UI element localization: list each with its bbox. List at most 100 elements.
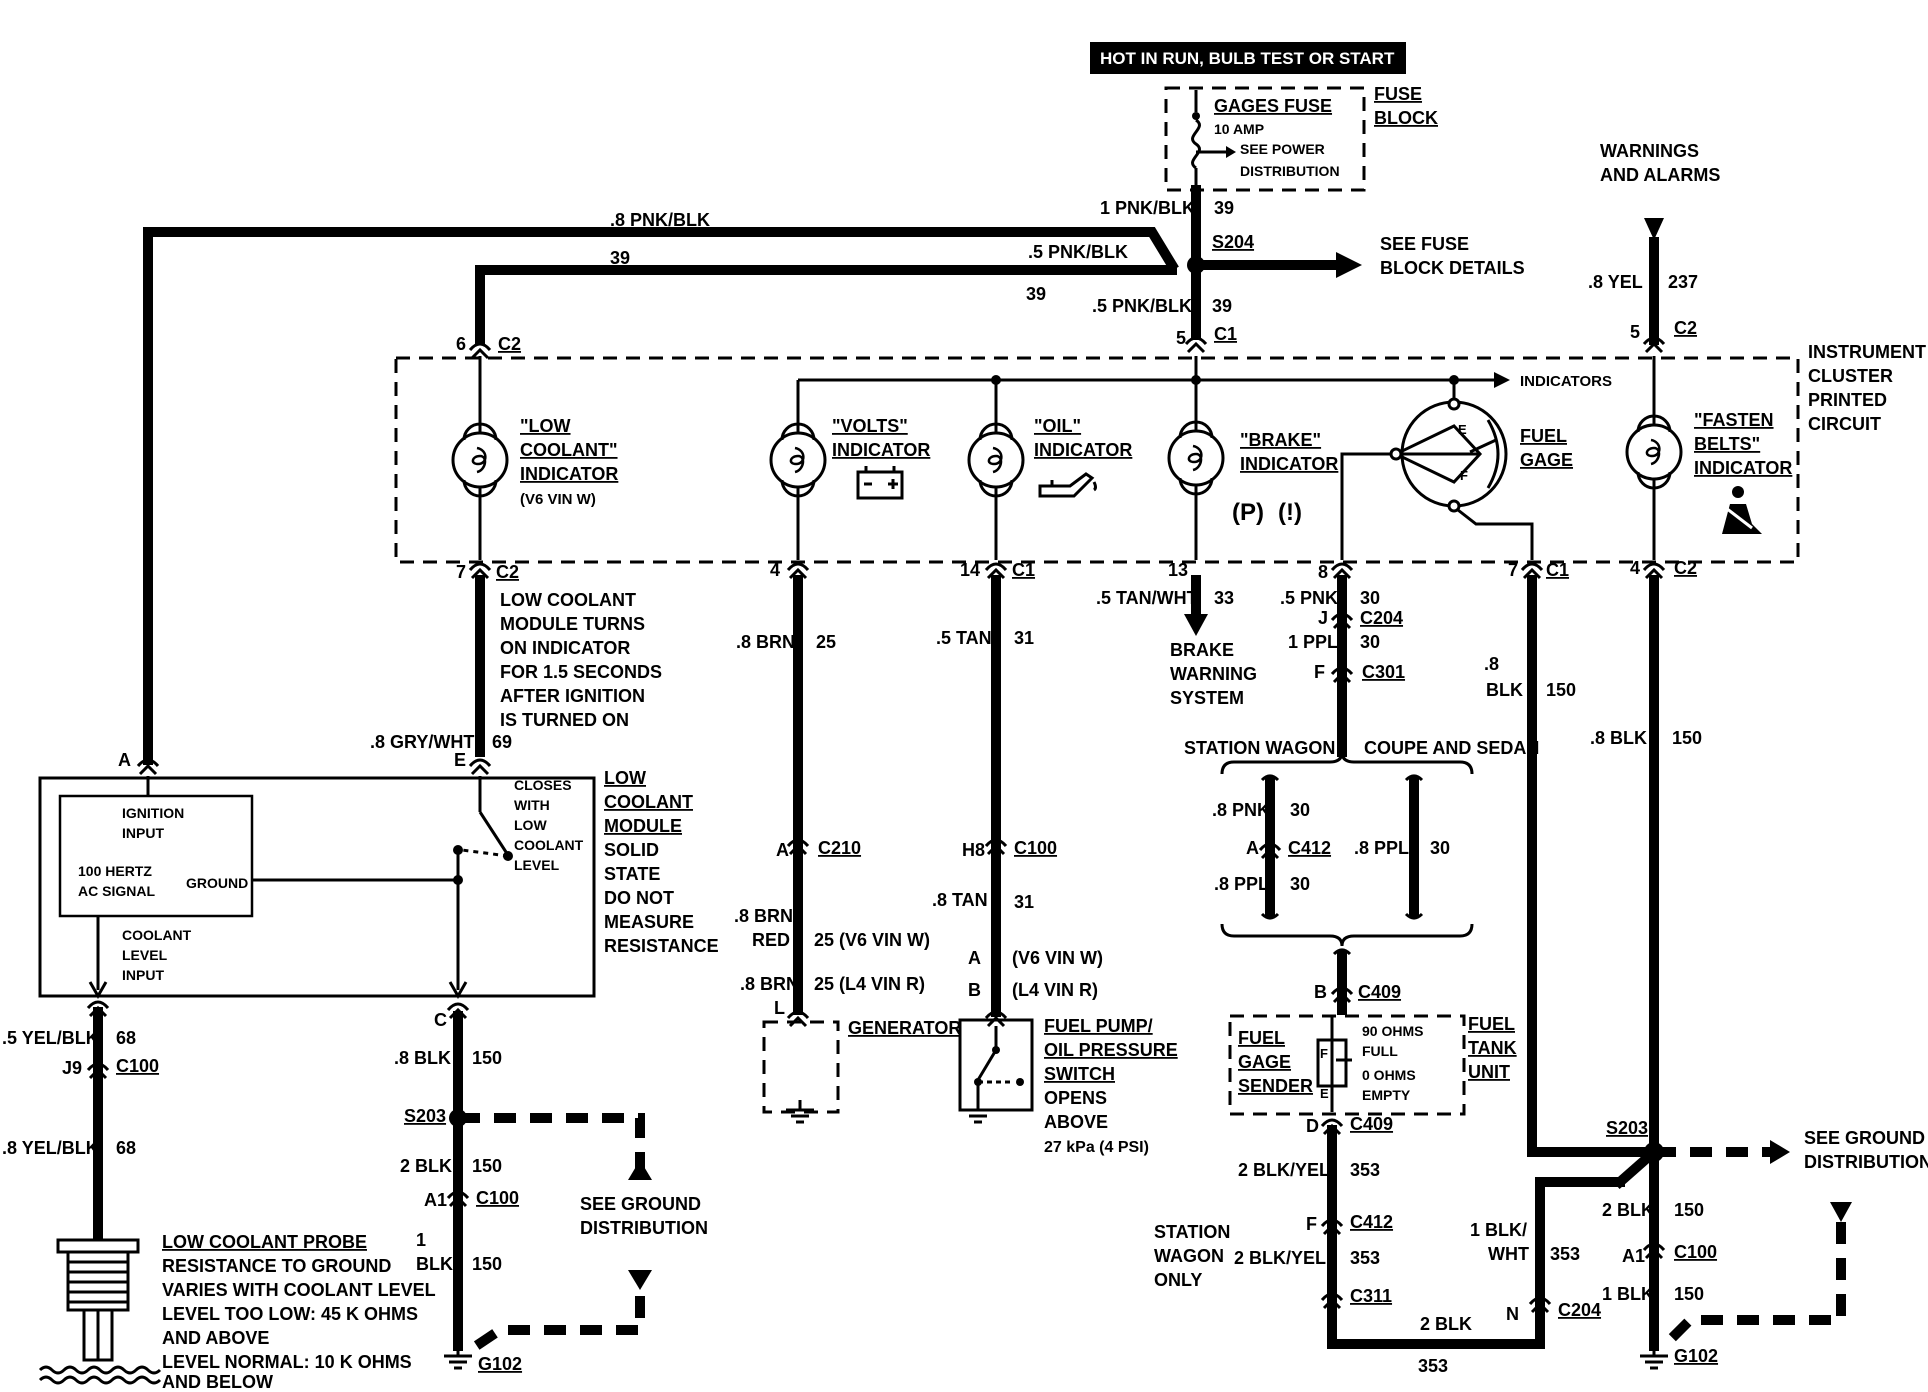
label-brnred2: RED [752,930,790,950]
label-fuel-30c: 30 [1430,838,1450,858]
svg-text:RESISTANCE TO GROUND: RESISTANCE TO GROUND [162,1256,391,1276]
fuel-sender-icon [1316,1016,1352,1112]
brake-sys-l2: WARNING [1170,664,1257,684]
label-coupe-sedan: COUPE AND SEDAN [1364,738,1539,758]
instrument-cluster-box [394,356,1800,564]
label-brnred1: .8 BRN/ [734,906,798,926]
svg-text:MEASURE: MEASURE [604,912,694,932]
svg-text:LOW COOLANT: LOW COOLANT [500,590,636,610]
label-fuel-pnk8: .8 PNK [1212,800,1270,820]
label-blk8a: .8 [1484,654,1499,674]
svg-text:RESISTANCE: RESISTANCE [604,936,719,956]
fuel-gage-l2: GAGE [1520,450,1573,470]
label-353b: 353 [1350,1248,1380,1268]
label-fuel-pn: N [1506,1304,1519,1324]
label-one: 1 [416,1230,426,1250]
label-c100b: C100 [476,1188,519,1208]
label-33: 33 [1214,588,1234,608]
label-oil-l4: (L4 VIN R) [1012,980,1098,1000]
sender-e: E [1320,1086,1329,1101]
svg-text:CLOSES: CLOSES [514,777,572,793]
label-150b: 150 [1672,728,1702,748]
label-30b: 30 [1360,632,1380,652]
fuel-sender-labels: FUEL GAGE SENDER FUEL TANK UNIT [1238,1014,1517,1096]
label-fuel-pb: B [1314,982,1327,1002]
lowcool-l3: INDICATOR [520,464,618,484]
wire-39-lowcoolant [475,265,1177,345]
label-indicators: INDICATORS [1520,373,1612,390]
label-c204-bottom: C204 [1558,1300,1601,1320]
label-25: 25 [816,632,836,652]
label-pc: C [434,1010,447,1030]
coolant-probe-icon [38,1238,162,1385]
label-tan5: .5 TAN [936,628,992,648]
svg-text:VARIES WITH COOLANT LEVEL: VARIES WITH COOLANT LEVEL [162,1280,436,1300]
fuelgage-lead-left [1340,452,1391,560]
label-c412b: C412 [1350,1212,1393,1232]
label-rg-blk2: 2 BLK [1602,1200,1654,1220]
svg-text:LEVEL TOO LOW: 45 K OHMS: LEVEL TOO LOW: 45 K OHMS [162,1304,418,1324]
label-c2d: C2 [1674,558,1697,578]
fasten-l1: "FASTEN [1694,410,1774,430]
svg-text:SWITCH: SWITCH [1044,1064,1115,1084]
label-c210: C210 [818,838,861,858]
sender-f: F [1320,1046,1328,1061]
coolant-note: LOW COOLANT MODULE TURNS ON INDICATOR FO… [500,590,662,730]
fuse-block-l2: BLOCK [1374,108,1438,128]
svg-text:ON INDICATOR: ON INDICATOR [500,638,630,658]
svg-text:IS TURNED ON: IS TURNED ON [500,710,629,730]
label-5pnkblk-b: .5 PNK/BLK [1092,296,1192,316]
svg-text:FUEL: FUEL [1238,1028,1285,1048]
lowcool-l2: COOLANT" [520,440,618,460]
fuse-note2: DISTRIBUTION [1240,163,1340,179]
label-ppl8a: .8 PPL [1214,874,1269,894]
brake-l1: "BRAKE" [1240,430,1321,450]
oil-bulb-icon [967,422,1025,498]
variant-brace-top [1220,751,1474,775]
label-rg-blk1: 1 BLK [1602,1284,1654,1304]
ground-dist-bottom [467,1296,645,1355]
svg-text:INPUT: INPUT [122,825,164,841]
svg-text:0 OHMS: 0 OHMS [1362,1067,1416,1083]
label-150d: 150 [472,1156,502,1176]
label-c1-pin5: 5 [1176,328,1186,348]
warnings-l2: AND ALARMS [1600,165,1720,185]
oil-switch-note: FUEL PUMP/ OIL PRESSURE SWITCH OPENS ABO… [1044,1016,1178,1156]
ground-dist-right-bottom [1662,1222,1846,1348]
label-oil-pa: A [968,948,981,968]
svg-text:UNIT: UNIT [1468,1062,1510,1082]
label-p4a: 4 [770,560,780,580]
label-c311: C311 [1350,1286,1392,1306]
label-pnk5: .5 PNK [1280,588,1338,608]
fuelgage-lead-right [1457,508,1534,560]
label-39a: 39 [610,248,630,268]
fuse-title: GAGES FUSE [1214,96,1332,116]
label-blk: BLK [416,1254,453,1274]
ground-dist-top [458,1113,645,1178]
label-30a: 30 [1360,588,1380,608]
label-39b: 39 [1026,284,1046,304]
label-fuel-pd: D [1306,1116,1319,1136]
fuse-block-box [1164,86,1366,192]
svg-text:LEVEL: LEVEL [514,857,560,873]
brake-sys-l1: BRAKE [1170,640,1234,660]
label-swo1: STATION [1154,1222,1230,1242]
cluster-bottom-connectors [468,562,1666,580]
fasten-l2: BELTS" [1694,434,1760,454]
svg-text:27 kPa (4 PSI): 27 kPa (4 PSI) [1044,1139,1149,1156]
fuse-rating: 10 AMP [1214,121,1264,137]
fuel-gage-l1: FUEL [1520,426,1567,446]
svg-text:LOW: LOW [514,817,547,833]
wire-s203-diag [1612,1144,1662,1190]
label-68a: 68 [116,1028,136,1048]
svg-text:LOW: LOW [604,768,646,788]
label-bkyel2a: 2 BLK/YEL [1238,1160,1330,1180]
ground-g102-right-icon [1638,1344,1670,1370]
label-c409b: C409 [1350,1114,1393,1134]
svg-text:LEVEL: LEVEL [122,947,168,963]
svg-text:INPUT: INPUT [122,967,164,983]
label-c1c: C1 [1012,560,1035,580]
label-yelblk5: .5 YEL/BLK [2,1028,99,1048]
label-c100a: C100 [116,1056,159,1076]
